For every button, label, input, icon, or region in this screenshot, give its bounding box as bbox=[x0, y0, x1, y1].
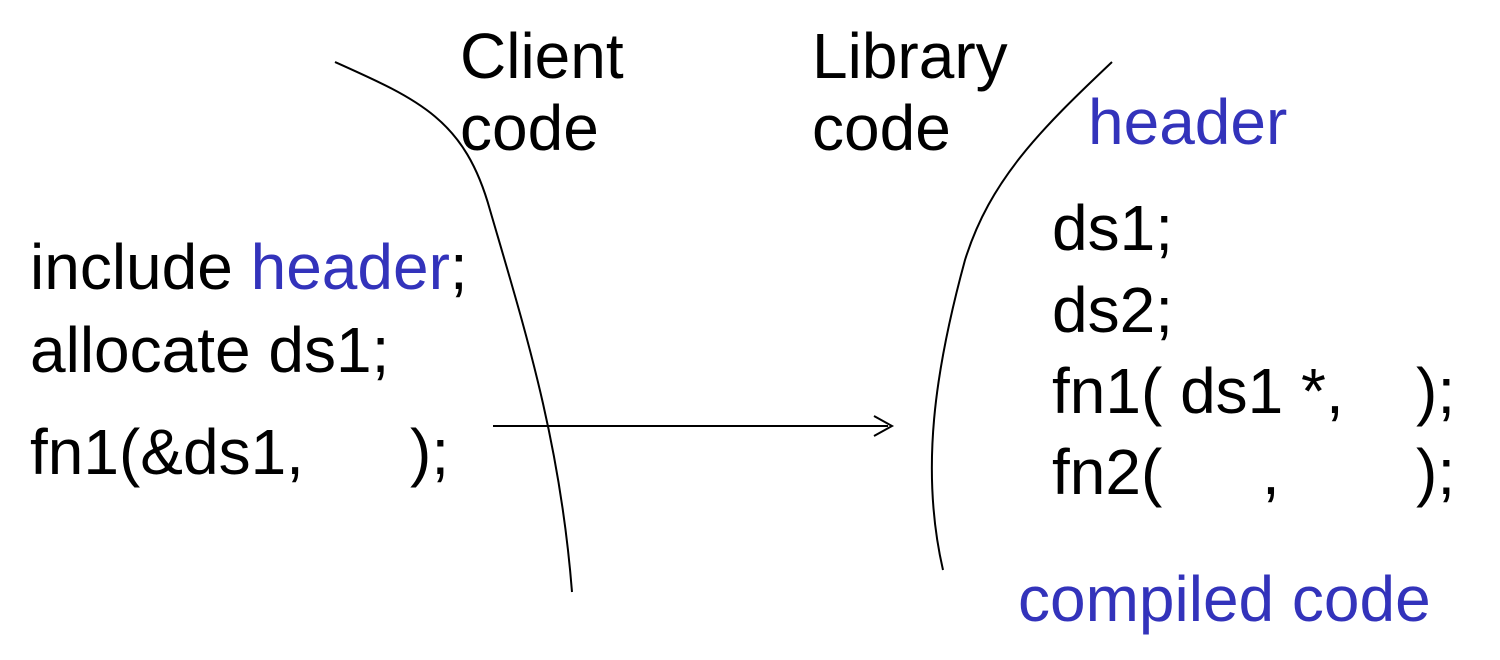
library-decl-ds2: ds2; bbox=[1052, 274, 1173, 346]
library-boundary-curve bbox=[930, 61, 1113, 571]
include-keyword: include bbox=[30, 231, 251, 303]
include-semicolon: ; bbox=[449, 231, 468, 303]
library-code-heading-line2: code bbox=[812, 92, 951, 164]
client-line-include: include header; bbox=[30, 235, 468, 299]
library-fn2-part2: , bbox=[1262, 436, 1280, 508]
library-fn2-part1: fn2( bbox=[1052, 436, 1163, 508]
call-arrow-head bbox=[873, 415, 895, 437]
client-line-allocate: allocate ds1; bbox=[30, 314, 390, 386]
compiled-code-label: compiled code bbox=[1018, 563, 1431, 635]
library-fn1-part2: ); bbox=[1416, 355, 1456, 427]
library-header-label: header bbox=[1088, 86, 1288, 158]
library-decl-ds1: ds1; bbox=[1052, 192, 1173, 264]
client-boundary-curve bbox=[334, 61, 573, 593]
client-line-call-part1: fn1(&ds1, bbox=[30, 416, 304, 488]
include-header-name: header bbox=[250, 231, 450, 303]
library-fn1-part1: fn1( ds1 *, bbox=[1052, 355, 1344, 427]
client-line-call-part2: ); bbox=[410, 416, 450, 488]
library-fn2-part3: ); bbox=[1416, 436, 1456, 508]
client-code-heading-line1: Client bbox=[460, 20, 624, 92]
client-code-heading-line2: code bbox=[460, 92, 599, 164]
library-code-heading-line1: Library bbox=[812, 20, 1008, 92]
